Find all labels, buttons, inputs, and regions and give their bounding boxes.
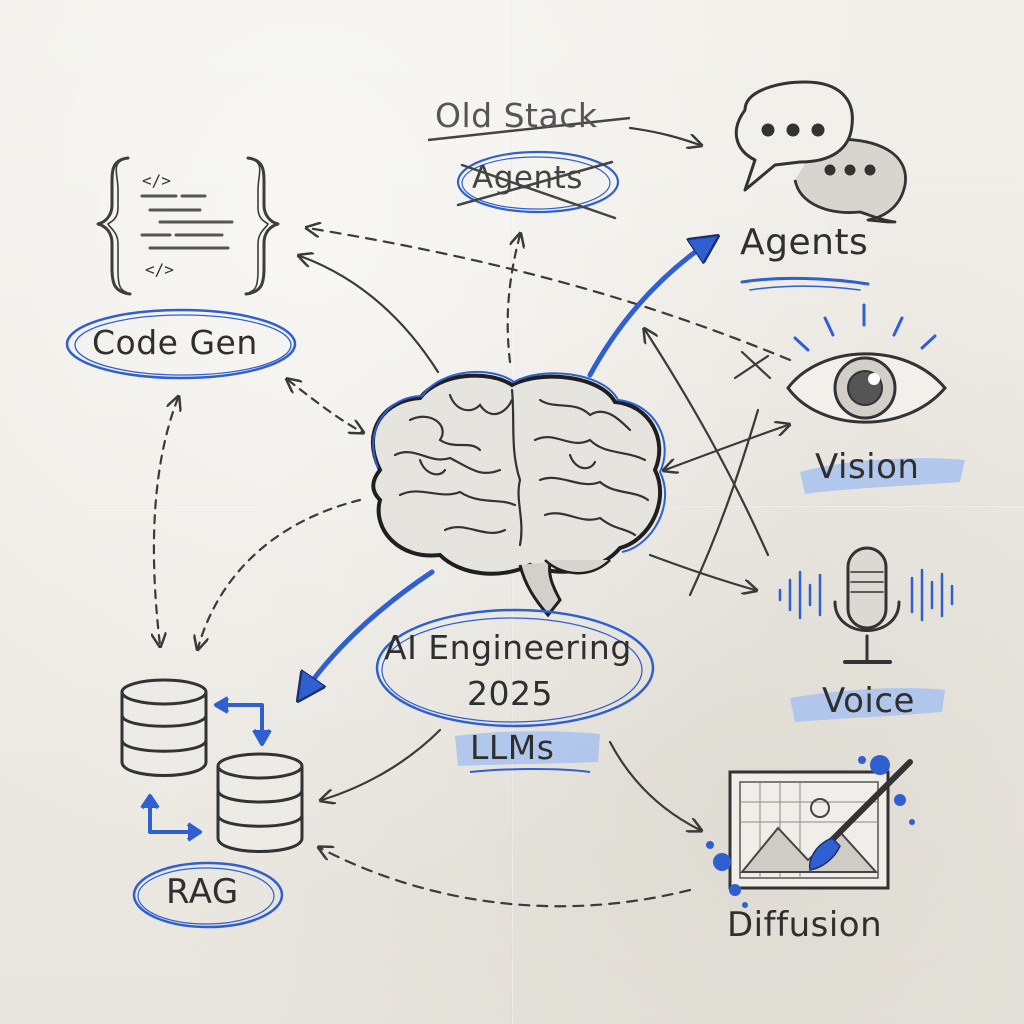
rag-label: RAG [166,872,239,912]
agents-label: Agents [740,222,869,263]
arrow-brain-to-voice [648,553,755,590]
connectors [154,126,792,908]
arrow-vision-to-codegen-dashed [308,228,792,362]
center-ellipse [375,608,655,728]
arrow-diffusion-to-rag-dashed [320,848,692,908]
code-tag-bottom: </> [145,260,174,279]
arrow-oldstack-to-bubbles [628,126,700,145]
vision-label: Vision [815,447,920,487]
rag-sync-arrows [140,696,272,842]
arrow-vision-brain [665,425,788,470]
eye-icon [786,303,947,424]
code-gen-ellipse [65,308,297,380]
diffusion-label: Diffusion [727,905,883,945]
image-paintbrush-icon [706,755,915,908]
arrow-brain-to-oldstack-dashed [506,235,520,364]
arrow-llms-to-diffusion [608,740,700,830]
arrow-llms-to-rag [322,728,442,800]
blue-arrow-to-agents [587,240,712,378]
voice-highlight [790,688,945,722]
arrow-codegen-brain-dashed [288,380,362,432]
arrow-brain-to-rag-dashed [198,498,362,648]
old-stack-label: Old Stack [435,96,598,135]
rag-ellipse [132,861,284,929]
arrow-cross-vision [688,408,760,597]
cross-mark [733,350,772,380]
llms-highlight [455,731,600,766]
agents-underline [740,276,870,286]
arrow-codegen-rag-dashed [154,398,178,645]
center-tag: LLMs [470,728,555,767]
old-agents-ellipse [456,150,620,214]
code-braces-icon [96,156,280,296]
blue-arrow-to-rag [302,569,435,695]
database-icon [120,678,304,853]
old-agents-label: Agents [472,160,583,196]
strike-old-stack [427,116,631,142]
vision-highlight [800,458,965,494]
arrow-brain-to-codegen-solid [300,256,440,374]
speech-bubbles-icon [734,80,907,224]
microphone-icon [778,546,954,664]
center-title: AI Engineering [384,628,632,667]
code-gen-label: Code Gen [92,323,258,362]
center-year: 2025 [467,674,553,713]
arrow-voice-to-agents [645,330,770,557]
strike-old-agents [456,160,617,220]
brain-icon [370,371,666,618]
voice-label: Voice [822,681,915,721]
code-tag-top: </> [142,171,171,190]
